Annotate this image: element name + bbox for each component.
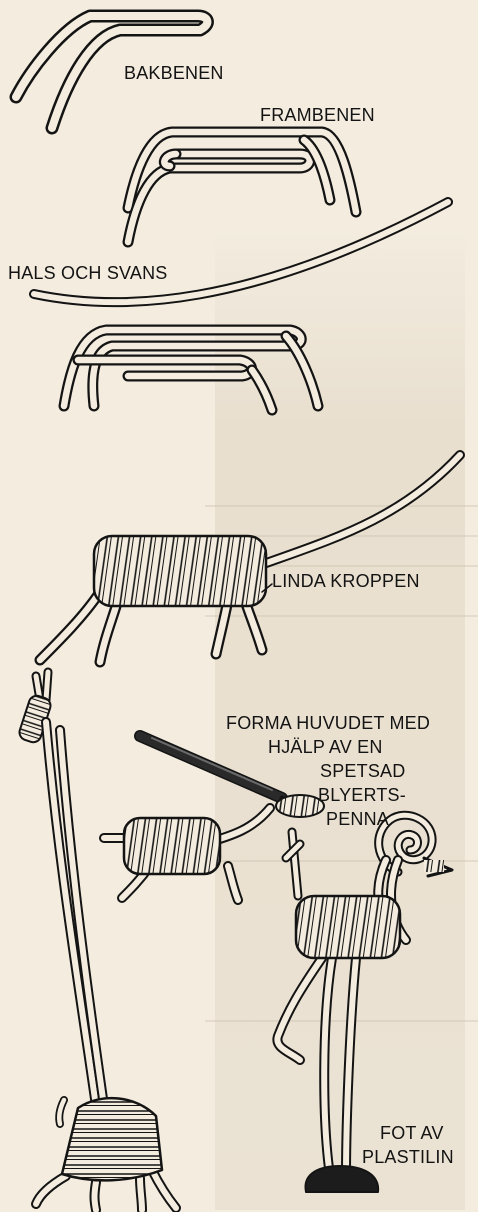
label-linda-kroppen: LINDA KROPPEN [272, 570, 420, 592]
label-forma-line1: FORMA HUVUDET MED [226, 712, 430, 734]
assembled-legs-wire [64, 330, 318, 410]
spiral-head [379, 815, 452, 876]
label-forma-line2: HJÄLP AV EN [268, 736, 383, 758]
label-bakbenen: BAKBENEN [124, 62, 224, 84]
front-legs-wire [128, 132, 356, 242]
label-forma-line4: BLYERTS- [318, 784, 406, 806]
wrapped-body-step [40, 455, 460, 662]
label-fot-line1: FOT AV [380, 1122, 444, 1144]
label-fot-line2: PLASTILIN [362, 1146, 454, 1168]
label-frambenen: FRAMBENEN [260, 104, 375, 126]
label-forma-line5: PENNA [326, 808, 389, 830]
label-forma-line3: SPETSAD [320, 760, 405, 782]
label-hals-och-svans: HALS OCH SVANS [8, 262, 168, 284]
plasticine-foot [305, 1166, 378, 1192]
head-forming-step [104, 736, 324, 900]
neck-and-tail-wire [34, 202, 448, 302]
giraffe-figure [17, 672, 176, 1210]
